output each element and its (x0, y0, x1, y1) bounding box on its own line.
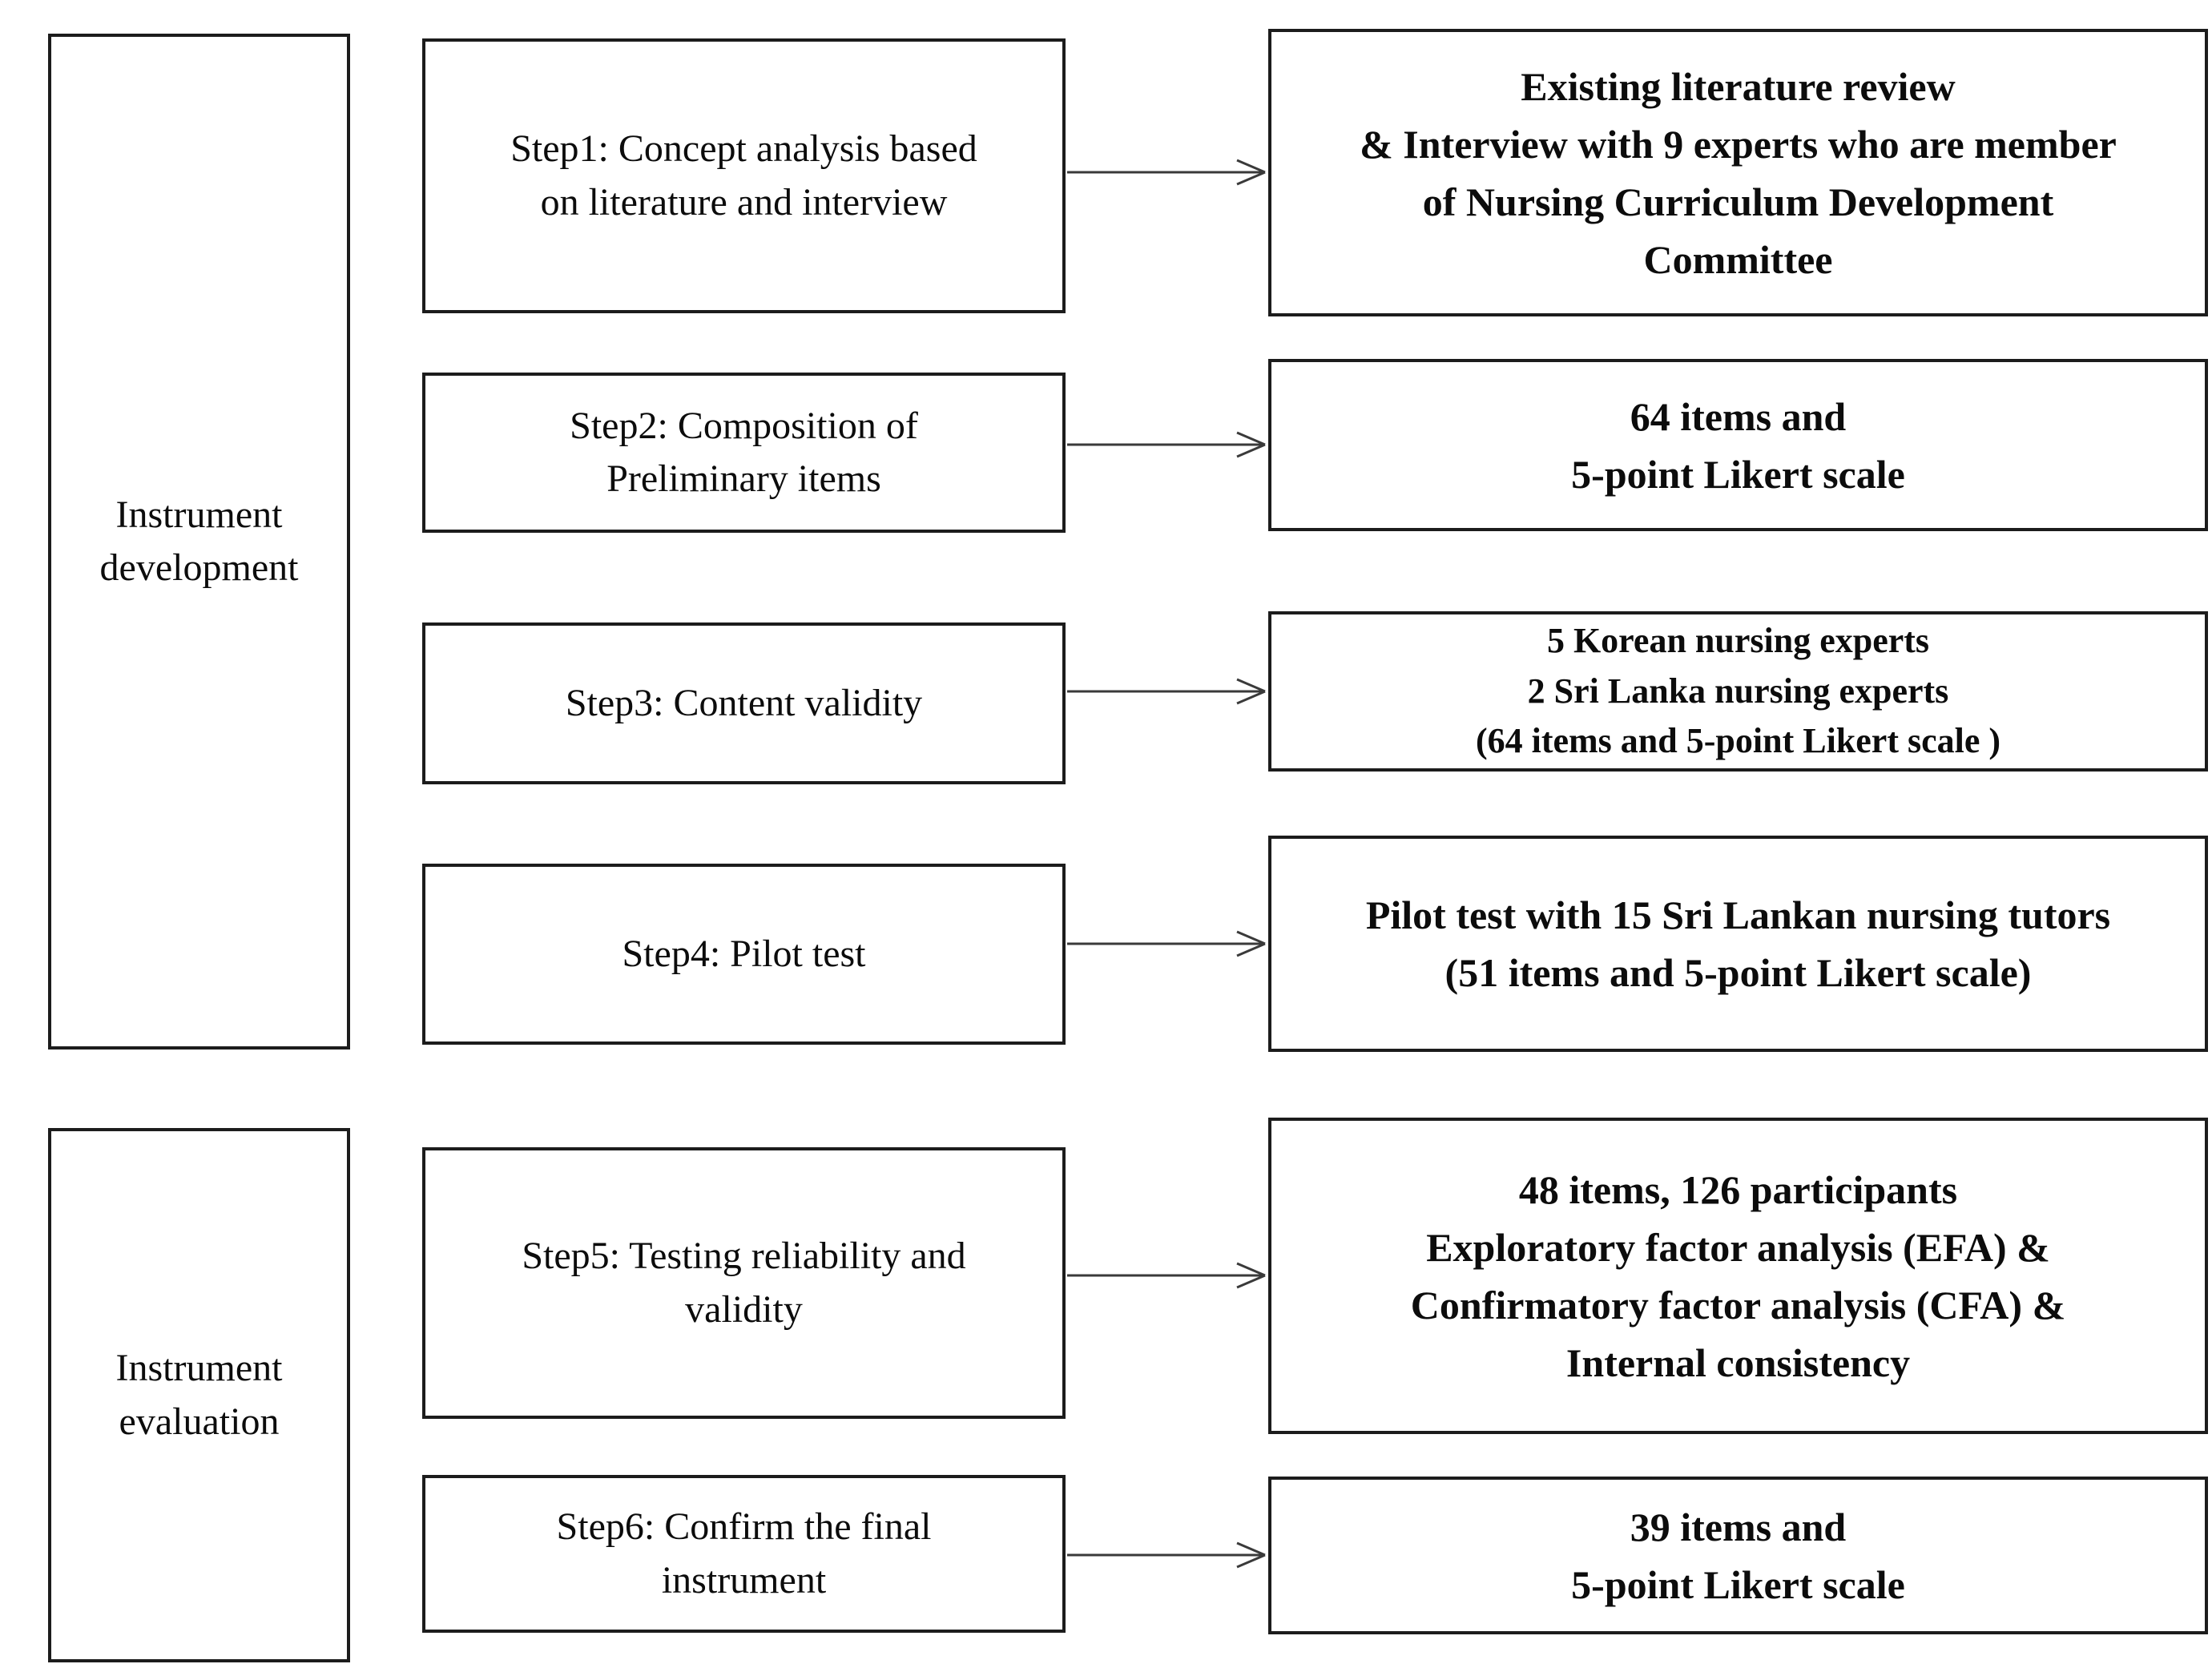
result-box-4: Pilot test with 15 Sri Lankan nursing tu… (1268, 836, 2208, 1052)
step-label-6: Step6: Confirm the final instrument (556, 1505, 932, 1602)
arrow-step4-to-result4-icon (1067, 930, 1266, 957)
result-box-2: 64 items and 5-point Likert scale (1268, 359, 2208, 531)
step-box-1: Step1: Concept analysis based on literat… (422, 38, 1066, 313)
step-label-5: Step5: Testing reliability and validity (522, 1235, 966, 1331)
group-box-instrument-evaluation: Instrument evaluation (48, 1128, 350, 1662)
step-label-4: Step4: Pilot test (622, 932, 866, 975)
step-box-2: Step2: Composition of Preliminary items (422, 373, 1066, 533)
step-box-3: Step3: Content validity (422, 622, 1066, 784)
arrow-step5-to-result5-icon (1067, 1262, 1266, 1289)
group-box-instrument-development: Instrument development (48, 34, 350, 1050)
result-box-3: 5 Korean nursing experts 2 Sri Lanka nur… (1268, 611, 2208, 772)
result-text-5: 48 items, 126 participants Exploratory f… (1410, 1166, 2066, 1385)
step-label-3: Step3: Content validity (565, 681, 923, 724)
arrow-step6-to-result6-icon (1067, 1541, 1266, 1569)
result-text-6: 39 items and 5-point Likert scale (1571, 1504, 1905, 1607)
result-box-6: 39 items and 5-point Likert scale (1268, 1477, 2208, 1634)
result-text-1: Existing literature review & Interview w… (1360, 63, 2117, 282)
arrow-step2-to-result2-icon (1067, 431, 1266, 458)
step-box-4: Step4: Pilot test (422, 864, 1066, 1045)
result-box-1: Existing literature review & Interview w… (1268, 29, 2208, 316)
step-label-1: Step1: Concept analysis based on literat… (510, 127, 977, 224)
step-box-6: Step6: Confirm the final instrument (422, 1475, 1066, 1633)
arrow-step3-to-result3-icon (1067, 678, 1266, 705)
group-label-instrument-development: Instrument development (99, 493, 299, 589)
step-label-2: Step2: Composition of Preliminary items (570, 404, 918, 500)
result-text-2: 64 items and 5-point Likert scale (1571, 393, 1905, 497)
result-box-5: 48 items, 126 participants Exploratory f… (1268, 1118, 2208, 1434)
result-text-4: Pilot test with 15 Sri Lankan nursing tu… (1365, 892, 2111, 995)
result-text-3: 5 Korean nursing experts 2 Sri Lanka nur… (1475, 621, 2001, 761)
step-box-5: Step5: Testing reliability and validity (422, 1147, 1066, 1419)
arrow-step1-to-result1-icon (1067, 159, 1266, 186)
group-label-instrument-evaluation: Instrument evaluation (115, 1347, 283, 1443)
